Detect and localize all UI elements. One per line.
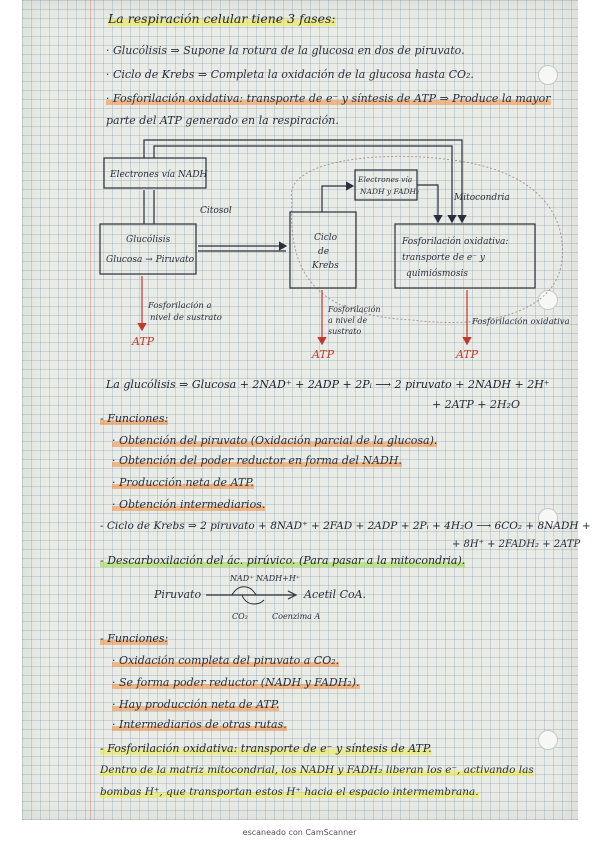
box-nadh-label: Electrones vía NADH: [109, 169, 208, 180]
fosforilacion-desc-2: bombas H⁺, que transportan estos H⁺ haci…: [100, 786, 479, 799]
atp-label-1: ATP: [131, 335, 155, 348]
binder-hole: [538, 730, 558, 750]
mitocondria-label: Mitocondria: [453, 193, 510, 203]
reaction-coenzima: Coenzima A: [272, 612, 321, 621]
connector-nadh-fosfo: [143, 139, 467, 224]
box-krebs-label-3: Krebs: [311, 261, 339, 271]
box-electrones-nadh: [103, 157, 207, 189]
title-line: La respiración celular tiene 3 fases:: [108, 11, 336, 26]
notebook-page: La respiración celular tiene 3 fases: · …: [22, 0, 591, 820]
oxid-label: Fosforilación oxidativa: [471, 316, 570, 327]
funcion2-2-text: · Se forma poder reductor (NADH y FADH₂)…: [112, 676, 360, 689]
bullet-fosforilacion-cont: parte del ATP generado en la respiración…: [106, 114, 339, 127]
bullet-fosforilacion: · Fosforilación oxidativa: transporte de…: [106, 92, 551, 105]
funcion2-1: · Oxidación completa del piruvato a CO₂.: [112, 654, 340, 667]
atp-label-2: ATP: [311, 348, 335, 361]
funcion2-1-text: · Oxidación completa del piruvato a CO₂.: [112, 654, 340, 667]
box-glucolisis: [99, 223, 197, 275]
funciones-heading-2-text: - Funciones:: [100, 632, 169, 645]
reaction-right: Acetil CoA.: [304, 588, 367, 601]
funcion-1-text: · Obtención del piruvato (Oxidación parc…: [112, 434, 438, 447]
mitochondria-outline: [290, 155, 563, 323]
box-fosfo-label-1: Fosforilación oxidativa:: [401, 236, 508, 247]
connector-krebs-fadh: [321, 181, 355, 212]
funcion-1: · Obtención del piruvato (Oxidación parc…: [112, 434, 438, 447]
funciones-heading-2: - Funciones:: [100, 632, 169, 645]
sustrato-label-2: nivel de sustrato: [150, 313, 222, 323]
citosol-label: Citosol: [200, 206, 232, 216]
sustrato2-label-1: Fosforilación: [327, 305, 381, 314]
funciones-heading-1-text: - Funciones:: [100, 412, 169, 425]
binder-hole: [538, 65, 558, 85]
connector-fadh-fosfo: [417, 184, 443, 224]
funcion-3-text: · Producción neta de ATP.: [112, 476, 254, 489]
box-krebs-label-2: de: [318, 247, 329, 257]
fosforilacion-desc-1-text: Dentro de la matriz mitocondrial, los NA…: [100, 764, 534, 776]
binder-hole: [538, 508, 558, 528]
box-krebs-label-1: Ciclo: [314, 233, 338, 243]
funcion2-4: · Intermediarios de otras rutas.: [112, 718, 287, 731]
connector-nadh-fosfo-2: [153, 145, 457, 224]
funcion-3: · Producción neta de ATP.: [112, 476, 254, 489]
box-fadh-label-1: Electrones vía: [357, 175, 412, 184]
title-text: La respiración celular tiene 3 fases:: [108, 11, 336, 26]
box-krebs: [289, 211, 357, 289]
funcion-4-text: · Obtención intermediarios.: [112, 498, 266, 511]
fosforilacion-heading: - Fosforilación oxidativa: transporte de…: [100, 742, 432, 755]
funcion2-2: · Se forma poder reductor (NADH y FADH₂)…: [112, 676, 360, 689]
funcion2-3: · Hay producción neta de ATP.: [112, 698, 280, 711]
scanner-watermark: escaneado con CamScanner: [242, 828, 357, 837]
krebs-equation: - Ciclo de Krebs ⇒ 2 piruvato + 8NAD⁺ + …: [100, 520, 591, 532]
fosforilacion-heading-text: - Fosforilación oxidativa: transporte de…: [100, 742, 432, 755]
box-fosfo-label-3: quimiósmosis: [406, 268, 468, 279]
fosforilacion-desc-1: Dentro de la matriz mitocondrial, los NA…: [100, 764, 534, 777]
sustrato2-label-2: a nivel de: [328, 316, 368, 325]
reaction-nad: NAD⁺ NADH+H⁺: [230, 574, 301, 583]
descarboxilacion-text: - Descarboxilación del ác. pirúvico. (Pa…: [100, 554, 466, 567]
margin-line: [90, 0, 91, 820]
funciones-heading-1: - Funciones:: [100, 412, 169, 425]
atp-label-3: ATP: [455, 348, 479, 361]
sustrato-label-1: Fosforilación a: [147, 300, 212, 311]
glucolisis-equation-cont: + 2ATP + 2H₂O: [432, 398, 521, 411]
funcion-4: · Obtención intermediarios.: [112, 498, 266, 511]
box-fosfo-label-2: transporte de e⁻ y: [402, 253, 486, 263]
reaction-arrow: [206, 586, 298, 605]
box-gluc-label-2: Glucosa → Piruvato: [106, 255, 195, 265]
funcion-2-text: · Obtención del poder reductor en forma …: [112, 454, 402, 467]
bullet-fosforilacion-text: · Fosforilación oxidativa: transporte de…: [106, 92, 551, 105]
binder-hole: [538, 290, 558, 310]
box-fosforilacion: [394, 223, 536, 289]
funcion-2: · Obtención del poder reductor en forma …: [112, 454, 402, 467]
box-gluc-label-1: Glucólisis: [126, 234, 171, 245]
bullet-krebs: · Ciclo de Krebs ⇒ Completa la oxidación…: [106, 68, 474, 81]
descarboxilacion-line: - Descarboxilación del ác. pirúvico. (Pa…: [100, 554, 466, 567]
glucolisis-equation: La glucólisis ⇒ Glucosa + 2NAD⁺ + 2ADP +…: [106, 378, 550, 391]
box-fadh-label-2: NADH y FADH₂: [359, 187, 419, 196]
reaction-co2: CO₂: [232, 612, 248, 621]
sustrato2-label-3: sustrato: [328, 327, 361, 336]
respiration-diagram: Electrones vía NADH Glucólisis Glucosa →…: [99, 139, 570, 361]
funcion2-4-text: · Intermediarios de otras rutas.: [112, 718, 287, 731]
fosforilacion-desc-2-text: bombas H⁺, que transportan estos H⁺ haci…: [100, 786, 479, 798]
krebs-equation-cont: + 8H⁺ + 2FADH₂ + 2ATP: [452, 539, 581, 550]
funcion2-3-text: · Hay producción neta de ATP.: [112, 698, 280, 711]
bullet-glucolisis: · Glucólisis ⇒ Supone la rotura de la gl…: [106, 44, 465, 57]
reaction-left: Piruvato: [154, 588, 202, 601]
